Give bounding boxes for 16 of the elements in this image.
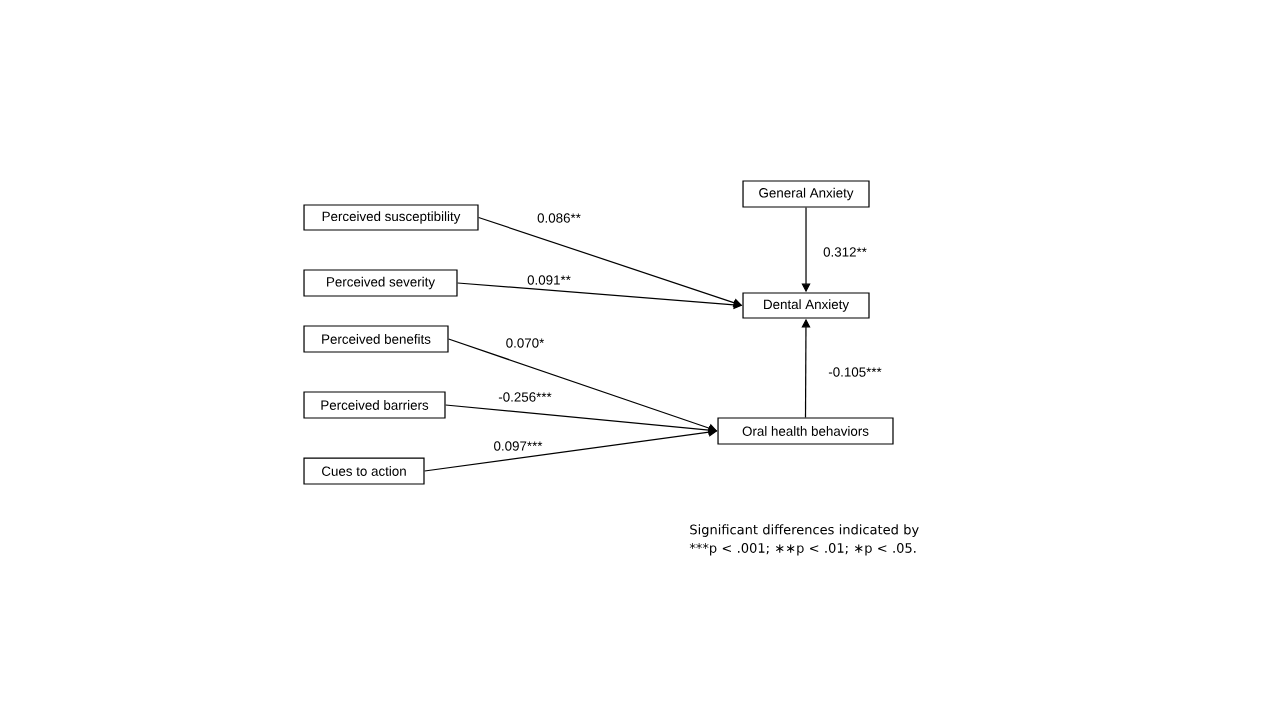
significance-note: Significant differences indicated by ***p < .001; ∗∗p < .01; ∗p < .05. <box>689 524 919 556</box>
variable-box: Perceived susceptibility <box>303 204 479 231</box>
edge-label: 0.091** <box>525 273 573 287</box>
variable-box: Perceived barriers <box>303 391 446 419</box>
variable-box: Cues to action <box>303 457 425 485</box>
variable-box: Dental Anxiety <box>742 292 870 319</box>
edge-label: 0.070* <box>503 336 547 350</box>
variable-box: Perceived benefits <box>303 325 449 353</box>
variable-box: General Anxiety <box>742 180 870 208</box>
edge-label: 0.312** <box>821 245 869 259</box>
edge-label: 0.086** <box>535 211 583 225</box>
edge-label: 0.097*** <box>491 439 545 453</box>
edge-label: -0.256*** <box>496 390 554 404</box>
variable-box: Oral health behaviors <box>717 417 894 445</box>
variable-box: Perceived severity <box>303 269 458 297</box>
edge-label: -0.105*** <box>826 365 884 379</box>
